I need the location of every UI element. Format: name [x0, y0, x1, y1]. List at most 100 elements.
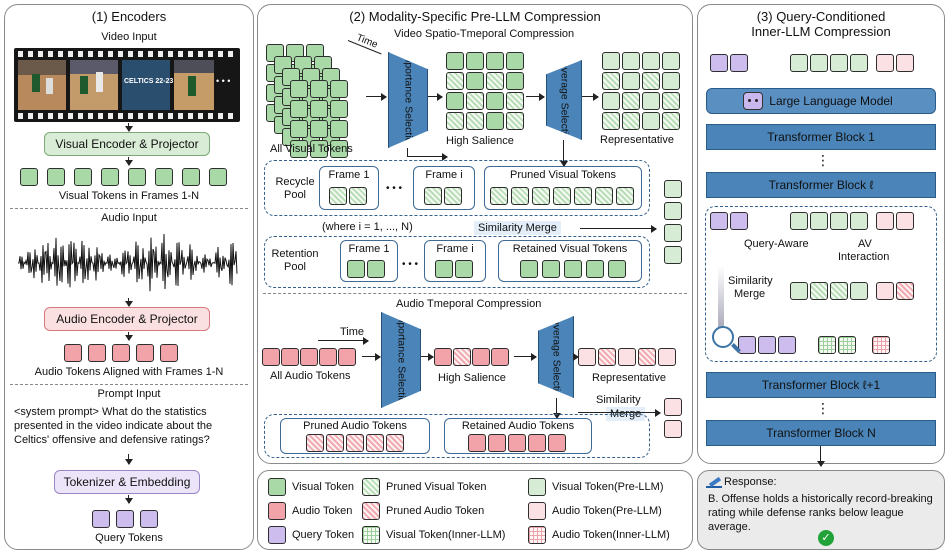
legend-label: Visual Token(Inner-LLM): [386, 529, 506, 541]
pruned-visual-token: [662, 112, 680, 130]
pruned-visual-token: [466, 112, 484, 130]
visual-token-pre-llm: [642, 112, 660, 130]
audio-token: [548, 434, 566, 452]
visual-token: [446, 92, 464, 110]
pruned-visual-token: [532, 187, 550, 205]
visual-token: [290, 120, 308, 138]
visual-tokens-caption: Visual Tokens in Frames 1-N: [58, 190, 200, 202]
pruned-visual-token: [424, 187, 442, 205]
down-progress-arrow: [718, 266, 724, 328]
audio-token: [160, 344, 178, 362]
check-icon: ✓: [818, 530, 834, 546]
visual-token: [486, 112, 504, 130]
visual-token: [586, 260, 604, 278]
legend-label: Pruned Audio Token: [386, 505, 485, 517]
pruned-visual-token: [662, 92, 680, 110]
visual-token: [20, 168, 38, 186]
robot-icon: [743, 92, 763, 110]
visual-token-pre-llm: [790, 212, 808, 230]
av-label: AV: [858, 238, 872, 250]
pruned-visual-token: [622, 92, 640, 110]
audio-token: [468, 434, 486, 452]
pruned-visual-token: [506, 92, 524, 110]
legend-item: Visual Token: [268, 478, 354, 496]
high-salience-audio-label: High Salience: [438, 372, 506, 384]
transformer-block-n: Transformer Block N: [706, 420, 936, 446]
audio-token-pre-llm: [876, 282, 894, 300]
legend-label: Audio Token: [292, 505, 353, 517]
pruned-visual-token: [466, 92, 484, 110]
audio-pools: [264, 414, 650, 458]
visual-token: [310, 140, 328, 158]
visual-token-pre-llm: [664, 180, 682, 198]
visual-token-pre-llm: [830, 212, 848, 230]
llm-block: Large Language Model: [706, 88, 936, 114]
visual-token: [486, 52, 504, 70]
merge-inner-label: Merge: [734, 288, 766, 300]
visual-token-pre-llm: [664, 246, 682, 264]
visual-token: [466, 52, 484, 70]
visual-token: [455, 260, 473, 278]
query-token: [730, 54, 748, 72]
visual-token-pre-llm: [662, 72, 680, 90]
pruned-visual-token: [349, 187, 367, 205]
visual-token: [310, 100, 328, 118]
legend-label: Pruned Visual Token: [386, 481, 487, 493]
response-heading: Response:: [724, 476, 777, 488]
audio-token-pre-llm: [896, 212, 914, 230]
video-compression-subtitle: Video Spatio-Tmeporal Compression: [394, 28, 575, 40]
visual-token: [290, 140, 308, 158]
legend-item: Pruned Visual Token: [362, 478, 487, 496]
audio-token-pre-llm: [578, 348, 596, 366]
visual-token: [74, 168, 92, 186]
visual-token-pre-llm: [810, 282, 828, 300]
query-token: [730, 212, 748, 230]
pruned-visual-token: [616, 187, 634, 205]
legend-swatch: [268, 526, 286, 544]
visual-token-pre-llm: [810, 54, 828, 72]
pruned-visual-token: [595, 187, 613, 205]
pruned-visual-token: [446, 72, 464, 90]
visual-encoder-box: Visual Encoder & Projector: [44, 132, 210, 156]
pruned-audio-token: [386, 434, 404, 452]
query-token: [710, 212, 728, 230]
pruned-visual-token: [490, 187, 508, 205]
video-film-strip: CELTICS 22-23 • • •: [14, 48, 240, 122]
visual-token: [310, 120, 328, 138]
visual-token: [347, 260, 365, 278]
visual-token-pre-llm: [810, 212, 828, 230]
visual-token: [209, 168, 227, 186]
query-token: [778, 336, 796, 354]
visual-token-pre-llm: [830, 54, 848, 72]
audio-token-pre-llm: [876, 54, 894, 72]
query-token: [116, 510, 134, 528]
audio-token: [338, 348, 356, 366]
visual-token: [290, 80, 308, 98]
pruned-visual-token: [574, 187, 592, 205]
audio-token: [319, 348, 337, 366]
audio-token-pre-llm: [618, 348, 636, 366]
all-visual-tokens-label: All Visual Tokens: [270, 143, 353, 155]
visual-token-pre-llm: [790, 54, 808, 72]
where-i-label: (where i = 1, ..., N): [322, 221, 413, 233]
audio-token: [508, 434, 526, 452]
visual-token: [446, 52, 464, 70]
visual-token: [290, 100, 308, 118]
legend-swatch: [268, 478, 286, 496]
audio-compression-subtitle: Audio Tmeporal Compression: [396, 298, 542, 310]
audio-token: [472, 348, 490, 366]
visual-token-inner-llm: [838, 336, 856, 354]
visual-token-pre-llm: [790, 282, 808, 300]
transformer-block-1: Transformer Block 1: [706, 124, 936, 150]
visual-token-pre-llm: [602, 92, 620, 110]
visual-token-pre-llm: [850, 282, 868, 300]
legend-swatch: [362, 526, 380, 544]
legend-item: Visual Token(Pre-LLM): [528, 478, 663, 496]
transformer-block-l: Transformer Block ℓ: [706, 172, 936, 198]
importance-selection-audio: Importance Selection: [381, 312, 421, 408]
visual-token: [608, 260, 626, 278]
visual-token: [466, 72, 484, 90]
film-ellipsis: • • •: [216, 76, 231, 86]
all-audio-tokens-label: All Audio Tokens: [270, 370, 351, 382]
visual-token-pre-llm: [664, 224, 682, 242]
